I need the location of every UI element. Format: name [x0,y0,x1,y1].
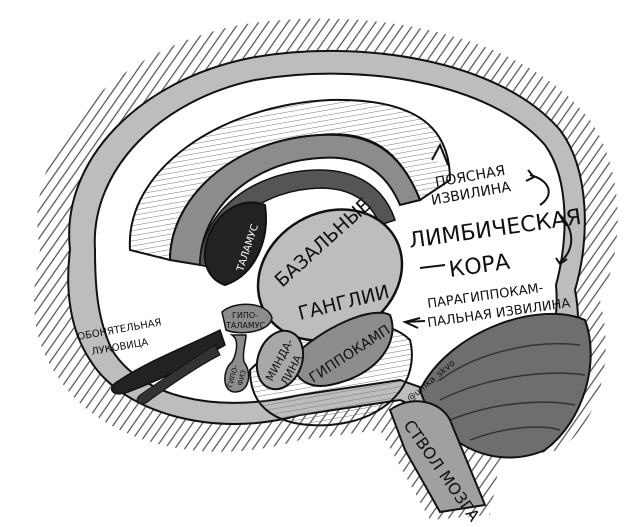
parahippocampal-arrow-icon [402,317,426,329]
limbic-arrow-icon [555,214,573,266]
olfactory-tract [136,344,221,405]
brainstem [388,400,487,514]
cingulate-arrow-icon [525,169,550,206]
hypothalamus [221,303,273,334]
hypothalamus-label-line1: ГИПО- [232,311,258,320]
cerebellum [418,312,592,459]
thalamus [203,201,267,287]
hippocampus [293,311,394,387]
cerebellum-folds [439,343,586,441]
cingulate-pointer-arrow-icon [431,142,449,166]
corpus-callosum [168,133,422,267]
amygdala [255,329,305,391]
pituitary [224,334,250,393]
hypothalamus-label-line2: ТАЛАМУС [225,321,266,330]
pituitary-label-line2: ФИЗ [236,369,248,387]
limbic-divider [419,264,446,269]
